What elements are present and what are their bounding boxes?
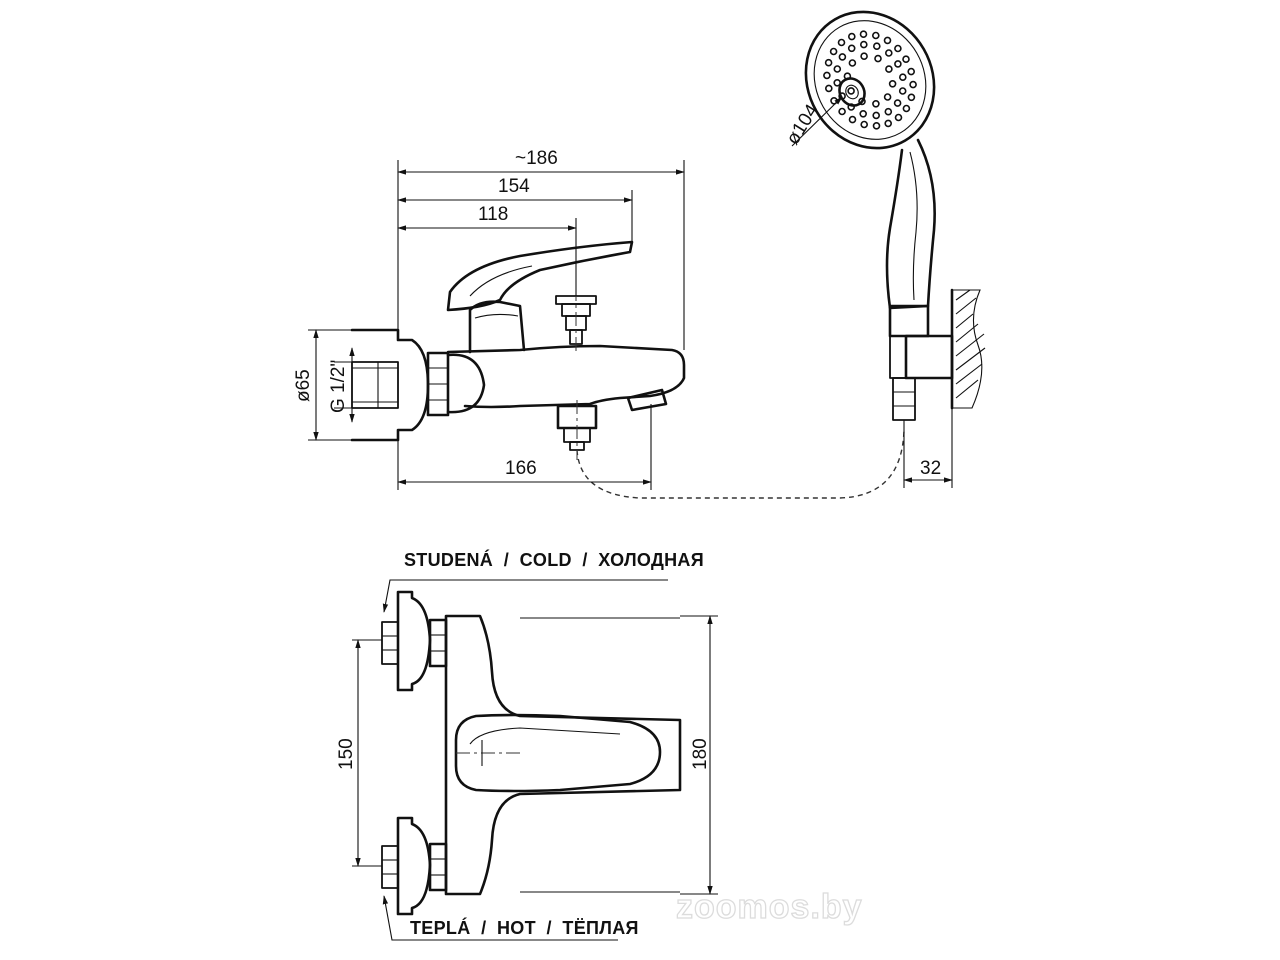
nozzle-hole <box>884 119 893 128</box>
nozzle-hole <box>843 72 852 80</box>
nozzle-hole <box>909 80 917 89</box>
dim-total-height: 180 <box>690 738 711 770</box>
mixer-side-view <box>350 240 686 460</box>
nozzle-hole <box>874 54 882 63</box>
dim-width-118: 118 <box>478 204 508 225</box>
dim-flange-diameter: ø65 <box>293 369 314 402</box>
nozzle-hole <box>883 36 892 45</box>
nozzle-hole <box>884 49 893 57</box>
nozzle-hole <box>847 103 856 111</box>
nozzle-hole <box>907 93 916 102</box>
nozzle-hole <box>894 60 902 68</box>
nozzle-hole <box>872 42 881 51</box>
dim-thread: G 1/2" <box>328 360 349 413</box>
shower-nozzles <box>823 30 917 130</box>
nozzle-hole <box>847 44 856 53</box>
nozzle-hole <box>898 73 907 81</box>
nozzle-hole <box>847 87 855 95</box>
nozzle-hole <box>872 111 881 120</box>
nozzle-hole <box>848 115 857 124</box>
nozzle-hole <box>833 79 842 87</box>
nozzle-hole <box>838 53 847 61</box>
nozzle-hole <box>829 47 838 56</box>
nozzle-hole <box>871 31 880 40</box>
nozzle-hole <box>884 107 893 116</box>
nozzle-hole <box>847 32 856 41</box>
nozzle-hole <box>894 44 902 53</box>
label-cold: STUDENÁ / COLD / ХОЛОДНАЯ <box>404 549 704 570</box>
nozzle-hole <box>860 120 869 129</box>
nozzle-hole <box>837 38 846 47</box>
nozzle-hole <box>859 30 868 39</box>
dim-overall-width: ~186 <box>515 148 558 169</box>
nozzle-hole <box>824 58 833 67</box>
nozzle-hole <box>833 65 842 73</box>
nozzle-hole <box>859 40 868 49</box>
nozzle-hole <box>894 113 903 122</box>
watermark: zoomos.by <box>676 888 863 926</box>
dim-holder-offset: 32 <box>920 458 941 479</box>
hand-shower-side-view <box>804 10 986 421</box>
nozzle-hole <box>898 87 907 95</box>
nozzle-hole <box>902 104 911 113</box>
nozzle-hole <box>859 110 868 118</box>
shower-hose <box>576 429 905 499</box>
dim-inlet-spacing: 150 <box>336 738 357 770</box>
nozzle-hole <box>888 80 897 88</box>
dim-shower-head-diameter: ø104 <box>782 100 823 148</box>
nozzle-hole <box>907 67 916 76</box>
nozzle-hole <box>902 55 910 64</box>
nozzle-hole <box>872 100 880 108</box>
nozzle-hole <box>885 65 893 73</box>
nozzle-hole <box>823 71 831 80</box>
nozzle-hole <box>872 122 881 130</box>
nozzle-hole <box>824 84 833 93</box>
label-hot: TEPLÁ / HOT / ТЁПЛАЯ <box>410 917 639 938</box>
dim-width-166: 166 <box>505 458 537 479</box>
nozzle-hole <box>848 59 857 67</box>
nozzle-hole <box>838 107 846 116</box>
top-view-dimensions: STUDENÁ / COLD / ХОЛОДНАЯ TEPLÁ / HOT / … <box>336 549 718 941</box>
side-view-dimensions: ~186 154 118 166 ø65 G 1/2" ø104 32 <box>293 96 953 490</box>
nozzle-hole <box>883 93 892 101</box>
nozzle-hole <box>858 97 866 106</box>
nozzle-hole <box>893 99 902 107</box>
dim-width-154: 154 <box>498 176 530 197</box>
nozzle-hole <box>860 52 868 61</box>
wall-hatch <box>952 289 986 409</box>
mixer-top-view <box>381 590 682 916</box>
